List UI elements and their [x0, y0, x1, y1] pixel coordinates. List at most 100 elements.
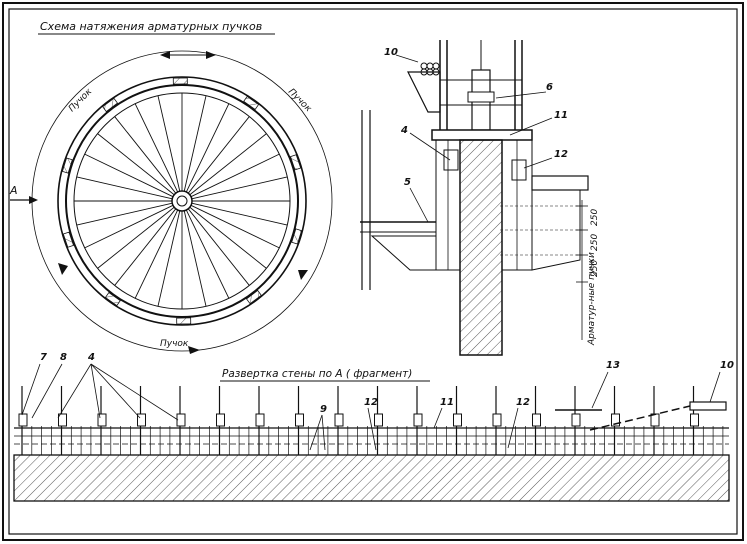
center-hub	[171, 190, 193, 212]
callout-7: 7	[40, 352, 47, 363]
jack-unit	[334, 386, 368, 455]
anchor-block	[104, 292, 121, 307]
bundle-reel-hopper	[407, 71, 441, 113]
bundle-coil	[420, 62, 440, 76]
view-a-label: А	[9, 184, 18, 197]
spoke	[185, 209, 230, 299]
spoke	[190, 153, 280, 198]
callout-5: 5	[404, 177, 411, 188]
bundle-feed-dashed	[589, 405, 691, 431]
spoke	[191, 202, 288, 226]
jack-unit	[413, 386, 447, 455]
jack-unit	[571, 386, 605, 455]
anchor-device-4	[443, 149, 459, 171]
anchor-block	[102, 97, 119, 113]
jack-unit	[255, 386, 289, 455]
spokes-group	[74, 93, 290, 309]
spoke	[97, 206, 175, 269]
spoke	[157, 210, 181, 307]
jack-unit	[97, 386, 131, 455]
anchor-block	[291, 228, 303, 245]
spoke	[134, 103, 179, 193]
spoke	[84, 153, 174, 198]
spoke	[76, 176, 173, 200]
callout-12-top: 12	[554, 149, 568, 160]
tensioning-scheme-circle: Пучок Пучок Пучок А	[9, 50, 333, 354]
dimension-250-b: 250	[590, 234, 600, 251]
jack-unit	[216, 386, 250, 455]
jack-unit	[532, 386, 566, 455]
callout-10-bottom: 10	[720, 360, 734, 371]
right-arrowhead	[298, 270, 308, 280]
jack-unit	[650, 386, 684, 455]
center-hub-inner	[176, 195, 188, 207]
spoke	[114, 208, 177, 286]
dimension-250-a: 250	[590, 209, 600, 226]
anchor-device-12	[511, 159, 527, 181]
spoke	[97, 133, 175, 196]
development-callouts: 7 8 4 9 12 11 12 13 10	[21, 352, 734, 451]
working-platform	[431, 129, 533, 141]
spoke	[187, 116, 250, 194]
wall-outer-ring	[57, 76, 307, 326]
anchor-block	[289, 154, 302, 171]
inner-frame	[8, 8, 738, 535]
top-arrowhead-left	[160, 51, 170, 59]
view-a-arrowhead	[29, 196, 38, 204]
anchor-block	[62, 231, 75, 248]
jack-unit	[611, 386, 645, 455]
left-bracket	[370, 235, 437, 271]
jack-clamp	[467, 91, 495, 103]
jack-unit	[492, 386, 526, 455]
jack-unit	[18, 386, 52, 455]
wall-strip	[13, 454, 730, 502]
callout-10-top: 10	[384, 47, 398, 58]
callout-6: 6	[546, 82, 553, 93]
section-callouts: 10 6 11 4 12 5	[384, 47, 568, 223]
reel-10-bottom	[689, 401, 727, 411]
bundle-dimension-label: Арматур-ные пучки	[587, 252, 597, 346]
spoke	[191, 176, 288, 200]
spoke	[183, 95, 207, 192]
jack-unit	[690, 386, 724, 455]
spoke	[190, 204, 280, 249]
spoke	[187, 208, 250, 286]
spoke	[183, 210, 207, 307]
anchor-block	[245, 289, 262, 305]
jack-unit	[137, 386, 171, 455]
spoke	[189, 133, 267, 196]
callout-11-bottom: 11	[440, 397, 454, 408]
callout-11-top: 11	[554, 110, 568, 121]
left-arrowhead	[58, 263, 68, 275]
bottom-arrowhead	[188, 346, 200, 354]
anchor-block	[176, 317, 192, 325]
callout-4-bottom: 4	[87, 352, 95, 363]
callout-8: 8	[60, 352, 67, 363]
callout-12-bottom-a: 12	[364, 397, 378, 408]
spoke	[84, 204, 174, 249]
jacks-row	[18, 386, 724, 455]
top-arrowhead-right	[206, 51, 216, 59]
jack-unit	[58, 386, 92, 455]
jack-unit	[295, 386, 329, 455]
jack-unit	[453, 386, 487, 455]
scheme-title: Схема натяжения арматурных пучков	[40, 20, 262, 33]
spoke	[185, 103, 230, 193]
jack-unit	[176, 386, 210, 455]
wall-development	[13, 386, 730, 502]
callout-13: 13	[606, 360, 620, 371]
spoke	[76, 202, 173, 226]
spoke	[189, 206, 267, 269]
spoke	[134, 209, 179, 299]
label-bundle-right: Пучок	[286, 87, 314, 115]
anchor-blocks-group	[61, 77, 303, 325]
tensioning-rig-section: 250 250 250 Арматур-ные пучки	[360, 40, 600, 356]
label-bundle-bottom: Пучок	[160, 339, 189, 349]
anchor-block	[61, 157, 73, 174]
callout-4-top: 4	[400, 125, 408, 136]
anchor-block	[243, 95, 260, 110]
spoke	[114, 116, 177, 194]
right-deck	[531, 175, 589, 191]
